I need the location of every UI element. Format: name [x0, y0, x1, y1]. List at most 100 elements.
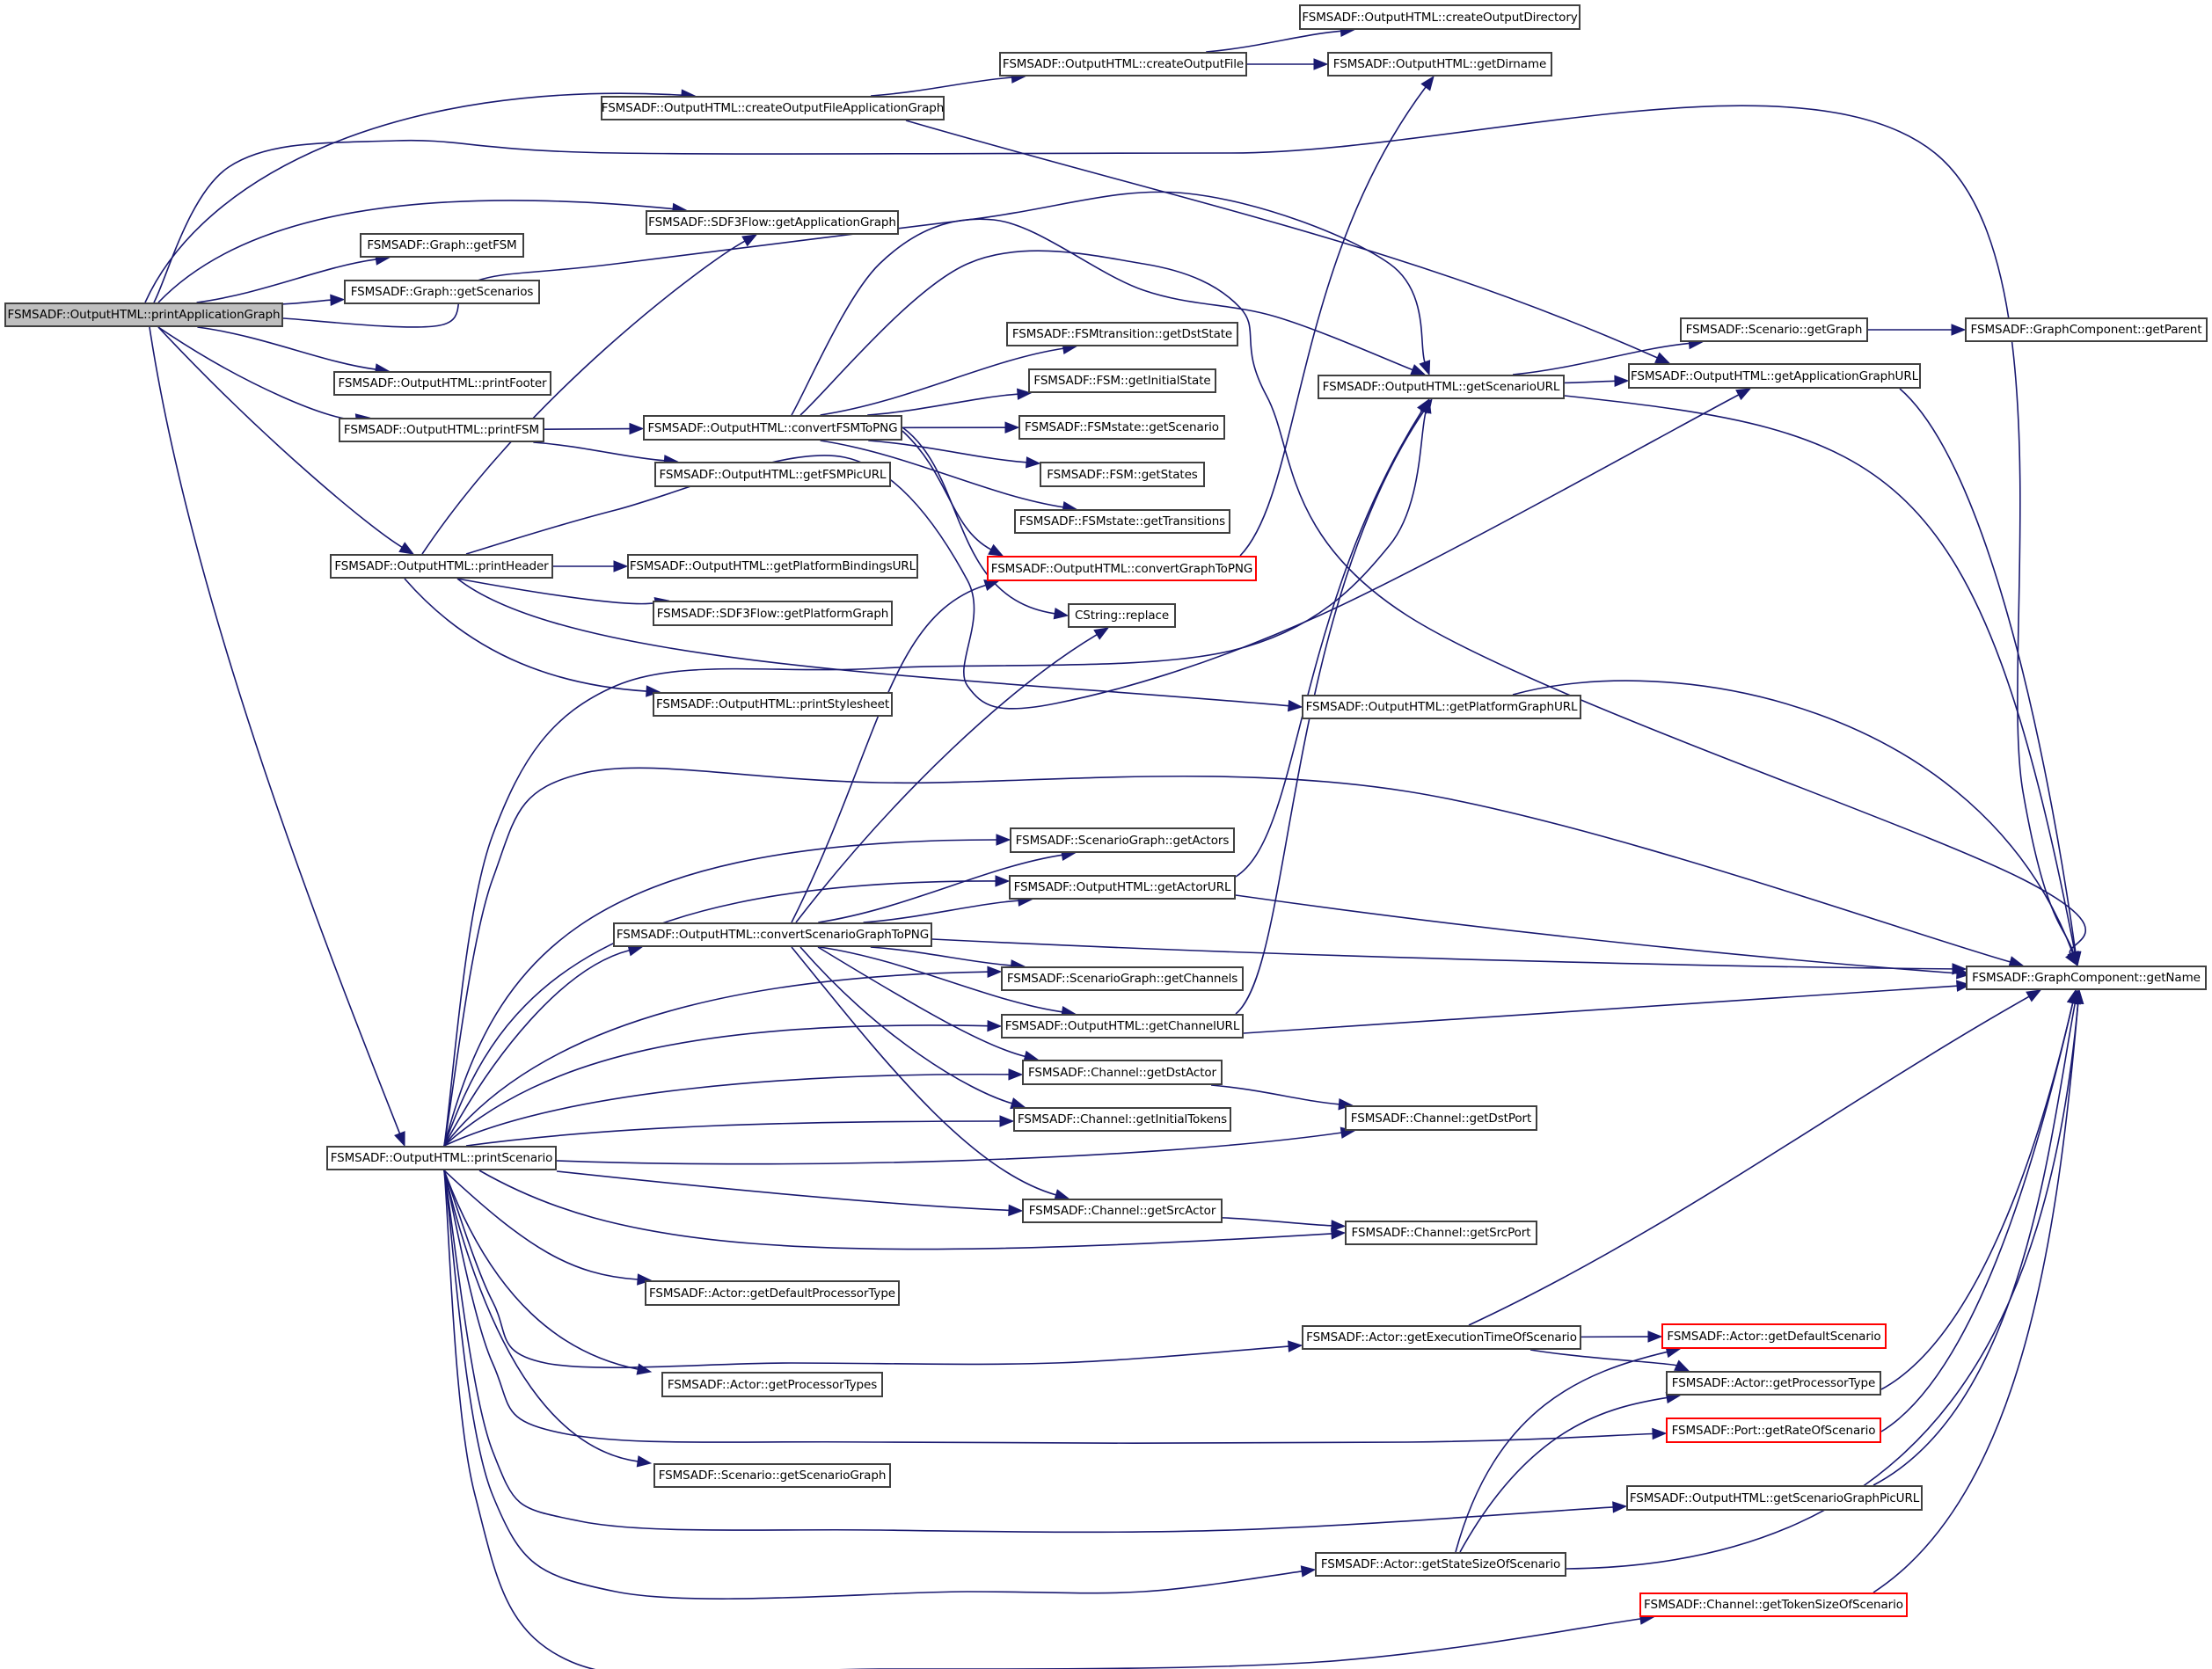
edge-cof-to-gdir-arrowhead [1313, 58, 1329, 70]
node-label: FSMSADF::ScenarioGraph::getChannels [1006, 972, 1238, 986]
edge-gagu-to-gname [1899, 388, 2077, 953]
node-gpt[interactable]: FSMSADF::Actor::getProcessorType [1666, 1371, 1881, 1396]
node-gchans[interactable]: FSMSADF::ScenarioGraph::getChannels [1001, 966, 1244, 991]
edge-pscen-to-gsgpic [443, 1170, 1614, 1534]
node-gcurl[interactable]: FSMSADF::OutputHTML::getChannelURL [1001, 1014, 1244, 1039]
node-gdport[interactable]: FSMSADF::Channel::getDstPort [1345, 1105, 1537, 1131]
node-gdpt[interactable]: FSMSADF::Actor::getDefaultProcessorType [645, 1280, 900, 1306]
node-gpts[interactable]: FSMSADF::Actor::getProcessorTypes [661, 1372, 883, 1397]
edge-pscen-to-grate [443, 1170, 1654, 1445]
edge-csgpng-to-gdact [817, 946, 1026, 1058]
edge-pag-to-pscen [149, 326, 401, 1134]
node-gdir[interactable]: FSMSADF::OutputHTML::getDirname [1327, 52, 1552, 77]
node-gfsm[interactable]: FSMSADF::Graph::getFSM [360, 233, 524, 258]
node-label: FSMSADF::OutputHTML::createOutputDirecto… [1302, 10, 1578, 25]
edge-pscen-to-gexec-arrowhead [1288, 1340, 1303, 1352]
node-pfsm[interactable]: FSMSADF::OutputHTML::printFSM [339, 418, 544, 442]
node-gpgu[interactable]: FSMSADF::OutputHTML::getPlatformGraphURL [1302, 695, 1581, 719]
node-label: FSMSADF::Channel::getDstPort [1350, 1111, 1532, 1126]
node-cofag[interactable]: FSMSADF::OutputHTML::createOutputFileApp… [601, 96, 945, 120]
node-csgpng[interactable]: FSMSADF::OutputHTML::convertScenarioGrap… [613, 922, 932, 947]
edge-cfsm-to-repl [902, 426, 1055, 615]
edge-gsurl-to-ggraph [1512, 342, 1690, 375]
node-gsscen[interactable]: FSMSADF::FSMstate::getScenario [1018, 415, 1225, 440]
edge-phead-to-gpgu-arrowhead [1287, 699, 1303, 712]
edge-csgpng-to-gname [931, 938, 1953, 970]
edge-gsact-to-gsport-arrowhead [1331, 1220, 1347, 1232]
node-gdact[interactable]: FSMSADF::Channel::getDstActor [1022, 1060, 1223, 1085]
node-cgpng[interactable]: FSMSADF::OutputHTML::convertGraphToPNG [987, 556, 1257, 581]
node-label: FSMSADF::OutputHTML::printHeader [334, 559, 549, 573]
edge-cfsm-to-gstates-arrowhead [1026, 456, 1041, 469]
edge-pscen-to-gsport [478, 1170, 1332, 1250]
node-phead[interactable]: FSMSADF::OutputHTML::printHeader [330, 554, 553, 579]
edge-cfsm-to-gtrans [820, 440, 1064, 508]
node-pag[interactable]: FSMSADF::OutputHTML::printApplicationGra… [4, 302, 283, 327]
edge-phead-to-gpg [456, 578, 656, 605]
node-repl[interactable]: CString::replace [1068, 603, 1176, 628]
edge-gpt-to-gname [1880, 1002, 2074, 1390]
node-gactors[interactable]: FSMSADF::ScenarioGraph::getActors [1010, 827, 1235, 853]
node-grate[interactable]: FSMSADF::Port::getRateOfScenario [1666, 1418, 1881, 1443]
node-gsact[interactable]: FSMSADF::Channel::getSrcActor [1022, 1199, 1223, 1223]
node-sdfgag[interactable]: FSMSADF::SDF3Flow::getApplicationGraph [646, 210, 899, 235]
node-pscen[interactable]: FSMSADF::OutputHTML::printScenario [326, 1146, 557, 1170]
node-gstate[interactable]: FSMSADF::Actor::getStateSizeOfScenario [1315, 1552, 1566, 1577]
node-gagu[interactable]: FSMSADF::OutputHTML::getApplicationGraph… [1628, 363, 1921, 389]
edge-gtoken-to-gname-arrowhead [2071, 988, 2084, 1005]
node-gtrans[interactable]: FSMSADF::FSMstate::getTransitions [1014, 509, 1230, 534]
edge-pscen-to-gsact [556, 1170, 1010, 1212]
node-label: FSMSADF::OutputHTML::getScenarioURL [1322, 380, 1560, 394]
node-gexec[interactable]: FSMSADF::Actor::getExecutionTimeOfScenar… [1302, 1325, 1581, 1350]
node-gaurl[interactable]: FSMSADF::OutputHTML::getActorURL [1009, 875, 1236, 900]
node-gpg[interactable]: FSMSADF::SDF3Flow::getPlatformGraph [653, 601, 893, 626]
node-gdefs[interactable]: FSMSADF::Actor::getDefaultScenario [1661, 1323, 1887, 1349]
node-gsport[interactable]: FSMSADF::Channel::getSrcPort [1345, 1221, 1537, 1245]
node-cod[interactable]: FSMSADF::OutputHTML::createOutputDirecto… [1299, 4, 1581, 30]
node-gname[interactable]: FSMSADF::GraphComponent::getName [1966, 966, 2207, 990]
node-ginit[interactable]: FSMSADF::FSM::getInitialState [1028, 368, 1216, 393]
node-label: FSMSADF::GraphComponent::getParent [1970, 323, 2202, 337]
node-ggraph[interactable]: FSMSADF::Scenario::getGraph [1680, 317, 1868, 342]
edge-pscen-to-gsport-arrowhead [1331, 1228, 1347, 1240]
edge-pscen-to-gsurl [443, 412, 1427, 1147]
node-gsurl[interactable]: FSMSADF::OutputHTML::getScenarioURL [1318, 375, 1565, 399]
node-gfsmpic[interactable]: FSMSADF::OutputHTML::getFSMPicURL [654, 462, 891, 487]
edge-cofag-to-cof [871, 77, 1012, 97]
edge-csgpng-to-gcurl [819, 946, 1062, 1013]
node-gscens[interactable]: FSMSADF::Graph::getScenarios [344, 280, 540, 304]
node-label: FSMSADF::Channel::getInitialTokens [1017, 1112, 1228, 1126]
edge-cfsm-to-cgpng-arrowhead [988, 543, 1004, 557]
node-label: FSMSADF::OutputHTML::getFSMPicURL [659, 467, 887, 482]
edge-gcurl-to-gname [1243, 985, 1958, 1034]
node-gstates[interactable]: FSMSADF::FSM::getStates [1040, 462, 1205, 487]
edge-gstate-to-gdefs [1455, 1351, 1668, 1553]
node-label: FSMSADF::Scenario::getGraph [1685, 323, 1863, 337]
node-label: FSMSADF::OutputHTML::createOutputFile [1002, 57, 1245, 71]
edge-pscen-to-ginitt [465, 1120, 1001, 1147]
node-gtoken[interactable]: FSMSADF::Channel::getTokenSizeOfScenario [1639, 1592, 1908, 1617]
node-gsg[interactable]: FSMSADF::Scenario::getScenarioGraph [653, 1463, 891, 1488]
node-gdst[interactable]: FSMSADF::FSMtransition::getDstState [1006, 322, 1238, 346]
node-cfsm[interactable]: FSMSADF::OutputHTML::convertFSMToPNG [643, 415, 902, 441]
node-label: FSMSADF::Actor::getDefaultProcessorType [648, 1286, 895, 1301]
node-label: FSMSADF::FSMstate::getScenario [1025, 420, 1219, 434]
edge-csgpng-to-gactors [818, 854, 1062, 923]
node-pfoot[interactable]: FSMSADF::OutputHTML::printFooter [333, 371, 551, 396]
edge-pfsm-to-gfsmpic [533, 441, 665, 462]
edge-gexec-to-gpt-arrowhead [1674, 1359, 1690, 1372]
node-gsgpic[interactable]: FSMSADF::OutputHTML::getScenarioGraphPic… [1626, 1485, 1923, 1511]
node-pstyle[interactable]: FSMSADF::OutputHTML::printStylesheet [653, 692, 893, 717]
edge-pscen-to-gdpt-arrowhead [637, 1273, 653, 1286]
edge-phead-to-gpbu-arrowhead [613, 560, 629, 572]
edge-cfsm-to-ginit [867, 393, 1018, 416]
node-label: FSMSADF::ScenarioGraph::getActors [1015, 833, 1230, 848]
node-gparent[interactable]: FSMSADF::GraphComponent::getParent [1965, 317, 2208, 342]
edge-cfsm-to-gdst [820, 347, 1064, 416]
node-label: FSMSADF::FSMtransition::getDstState [1011, 327, 1233, 341]
node-gpbu[interactable]: FSMSADF::OutputHTML::getPlatformBindings… [627, 554, 918, 579]
node-ginitt[interactable]: FSMSADF::Channel::getInitialTokens [1013, 1107, 1231, 1132]
edge-pscen-to-gactors [443, 839, 997, 1147]
node-cof[interactable]: FSMSADF::OutputHTML::createOutputFile [999, 52, 1247, 77]
edge-pfsm-to-cfsm [544, 427, 631, 431]
